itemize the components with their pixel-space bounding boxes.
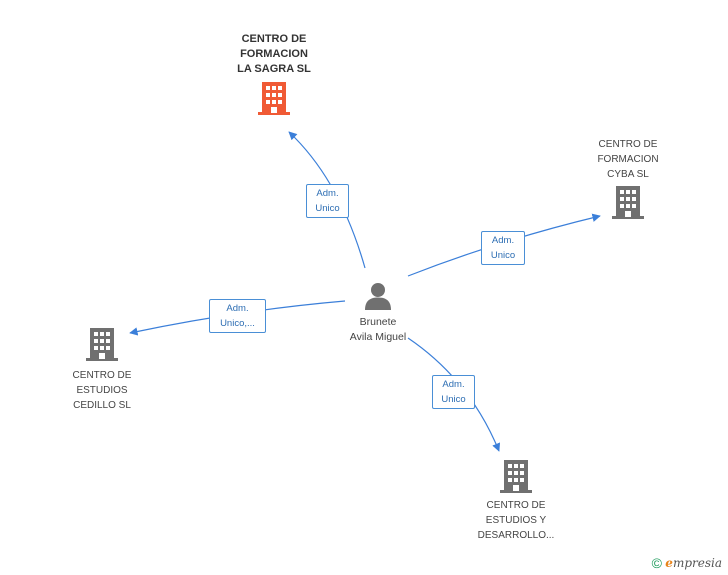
company-node-desarrollo[interactable]: CENTRO DE ESTUDIOS Y DESARROLLO... [466, 458, 566, 543]
empresia-logo: © empresia [651, 555, 722, 571]
company-node-cedillo[interactable]: CENTRO DE ESTUDIOS CEDILLO SL [56, 326, 148, 413]
person-name: Brunete Avila Miguel [349, 316, 407, 343]
person-node[interactable]: Brunete Avila Miguel [333, 281, 423, 345]
copyright-icon: © [651, 555, 662, 571]
relation-label-cyba[interactable]: Adm. Unico [481, 231, 525, 265]
relation-label-cedillo[interactable]: Adm. Unico,... [209, 299, 266, 333]
person-icon [365, 283, 391, 310]
relation-label-sagra[interactable]: Adm. Unico [306, 184, 349, 218]
building-icon [612, 186, 644, 219]
building-icon [500, 460, 532, 493]
company-node-cyba[interactable]: CENTRO DE FORMACION CYBA SL [582, 137, 674, 220]
company-name: CENTRO DE ESTUDIOS CEDILLO SL [72, 370, 132, 411]
company-name: CENTRO DE ESTUDIOS Y DESARROLLO... [477, 500, 555, 541]
company-name: CENTRO DE FORMACION LA SAGRA SL [237, 33, 311, 75]
company-node-sagra[interactable]: CENTRO DE FORMACION LA SAGRA SL [220, 32, 328, 116]
relation-label-desarrollo[interactable]: Adm. Unico [432, 375, 475, 409]
company-name: CENTRO DE FORMACION CYBA SL [597, 139, 659, 180]
building-icon [86, 328, 118, 361]
building-icon [258, 82, 290, 115]
